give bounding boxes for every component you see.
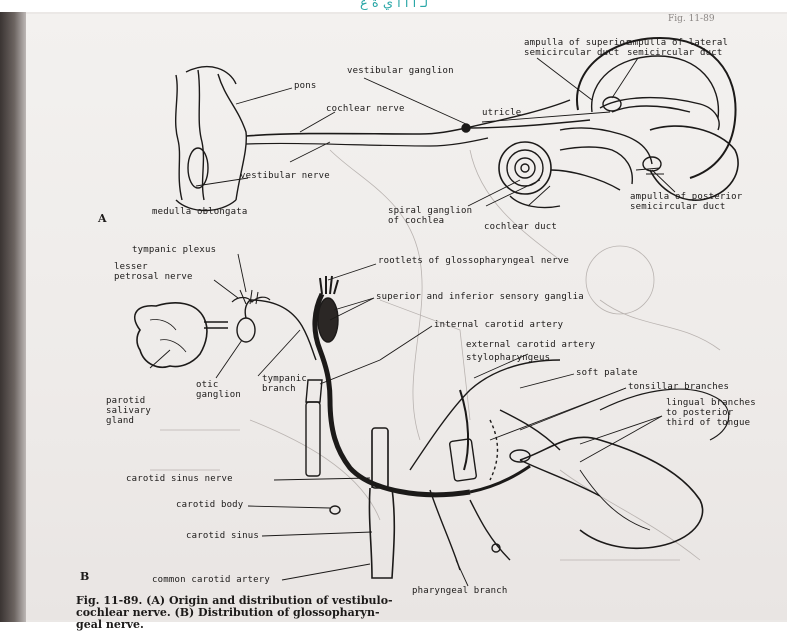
label-carotid-body: carotid body bbox=[176, 500, 243, 510]
label-sensory-ganglia: superior and inferior sensory ganglia bbox=[376, 292, 584, 302]
label-tympanic-plexus: tympanic plexus bbox=[132, 245, 216, 255]
label-tonsillar-branches: tonsillar branches bbox=[628, 382, 729, 392]
label-ampulla-lateral: ampulla of lateral semicircular duct bbox=[627, 38, 728, 58]
label-medulla-oblongata: medulla oblongata bbox=[152, 207, 248, 217]
label-vestibular-ganglion: vestibular ganglion bbox=[347, 66, 454, 76]
label-cochlear-nerve: cochlear nerve bbox=[326, 104, 405, 114]
panel-a-drawing bbox=[176, 38, 738, 211]
label-lesser-petrosal-nerve: lesser petrosal nerve bbox=[114, 262, 193, 282]
label-carotid-sinus: carotid sinus bbox=[186, 531, 259, 541]
label-cochlear-duct: cochlear duct bbox=[484, 222, 557, 232]
label-soft-palate: soft palate bbox=[576, 368, 638, 378]
label-ampulla-superior: ampulla of superior semicircular duct bbox=[524, 38, 631, 58]
panel-b-letter: B bbox=[80, 570, 89, 583]
label-spiral-ganglion: spiral ganglion of cochlea bbox=[388, 206, 472, 226]
label-external-carotid: external carotid artery bbox=[466, 340, 595, 350]
label-vestibular-nerve: vestibular nerve bbox=[240, 171, 330, 181]
label-tympanic-branch: tympanic branch bbox=[262, 374, 307, 394]
label-otic-ganglion: otic ganglion bbox=[196, 380, 241, 400]
label-internal-carotid: internal carotid artery bbox=[434, 320, 563, 330]
figure-caption: Fig. 11-89. (A) Origin and distribution … bbox=[76, 595, 393, 631]
label-rootlets: rootlets of glossopharyngeal nerve bbox=[378, 256, 569, 266]
label-stylopharyngeus: stylopharyngeus bbox=[466, 353, 550, 363]
label-carotid-sinus-nerve: carotid sinus nerve bbox=[126, 474, 233, 484]
label-lingual-branches: lingual branches to posterior third of t… bbox=[666, 398, 756, 428]
label-utricle: utricle bbox=[482, 108, 521, 118]
label-pharyngeal-branch: pharyngeal branch bbox=[412, 586, 508, 596]
label-common-carotid: common carotid artery bbox=[152, 575, 270, 585]
label-ampulla-posterior: ampulla of posterior semicircular duct bbox=[630, 192, 742, 212]
label-parotid-gland: parotid salivary gland bbox=[106, 396, 151, 426]
label-pons: pons bbox=[294, 81, 316, 91]
panel-a-letter: A bbox=[98, 212, 107, 225]
